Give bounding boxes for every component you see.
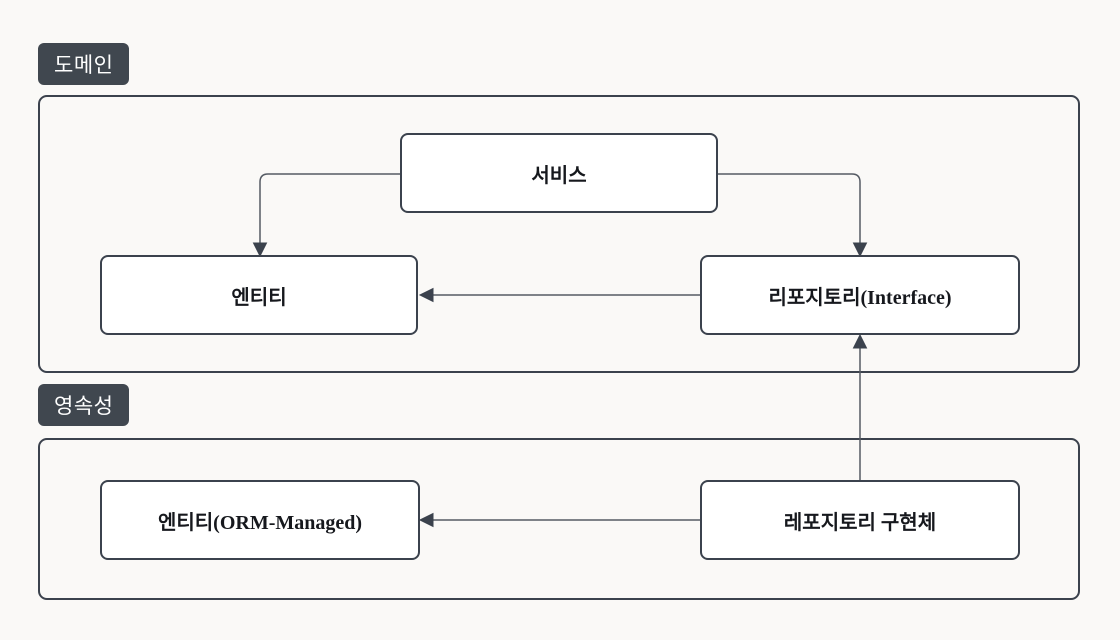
group-container-domain — [38, 95, 1080, 373]
group-label-persistence: 영속성 — [38, 384, 130, 426]
group-container-persistence — [38, 438, 1080, 600]
node-repository-impl: 레포지토리 구현체 — [700, 480, 1020, 560]
node-service: 서비스 — [400, 133, 718, 213]
node-entity: 엔티티 — [100, 255, 418, 335]
node-repository-interface: 리포지토리(Interface) — [700, 255, 1020, 335]
group-label-domain: 도메인 — [38, 43, 130, 85]
node-entity-orm-managed: 엔티티(ORM-Managed) — [100, 480, 420, 560]
